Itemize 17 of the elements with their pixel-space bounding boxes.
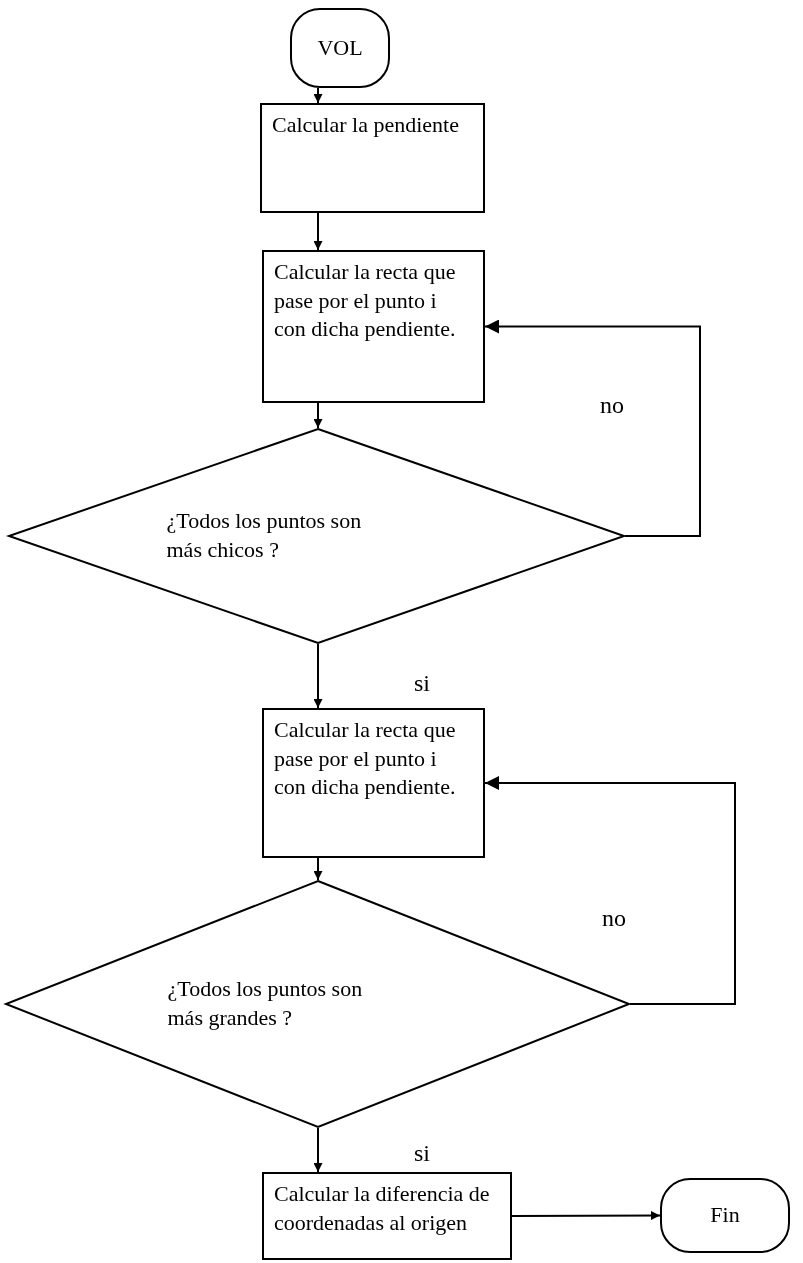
decision-text: ¿Todos los puntos son más chicos ? xyxy=(166,507,363,564)
start-terminator: VOL xyxy=(290,8,390,88)
arrow xyxy=(313,402,323,429)
arrow xyxy=(313,1127,323,1173)
arrow xyxy=(313,87,323,104)
arrow xyxy=(511,1211,661,1221)
process-box: Calcular la recta que pase por el punto i con dicha pendiente. xyxy=(262,708,485,858)
arrow xyxy=(484,776,736,1005)
process-box: Calcular la diferencia de coordenadas al origen xyxy=(262,1172,512,1260)
decision-text: ¿Todos los puntos son más grandes ? xyxy=(167,975,364,1032)
process-box: Calcular la pendiente xyxy=(260,103,485,213)
process-box: Calcular la recta que pase por el punto i con dicha pendiente. xyxy=(262,250,485,403)
arrow xyxy=(313,212,323,251)
arrow xyxy=(313,643,323,709)
arrow xyxy=(484,319,701,537)
end-terminator: Fin xyxy=(660,1178,790,1253)
arrow xyxy=(313,857,323,881)
